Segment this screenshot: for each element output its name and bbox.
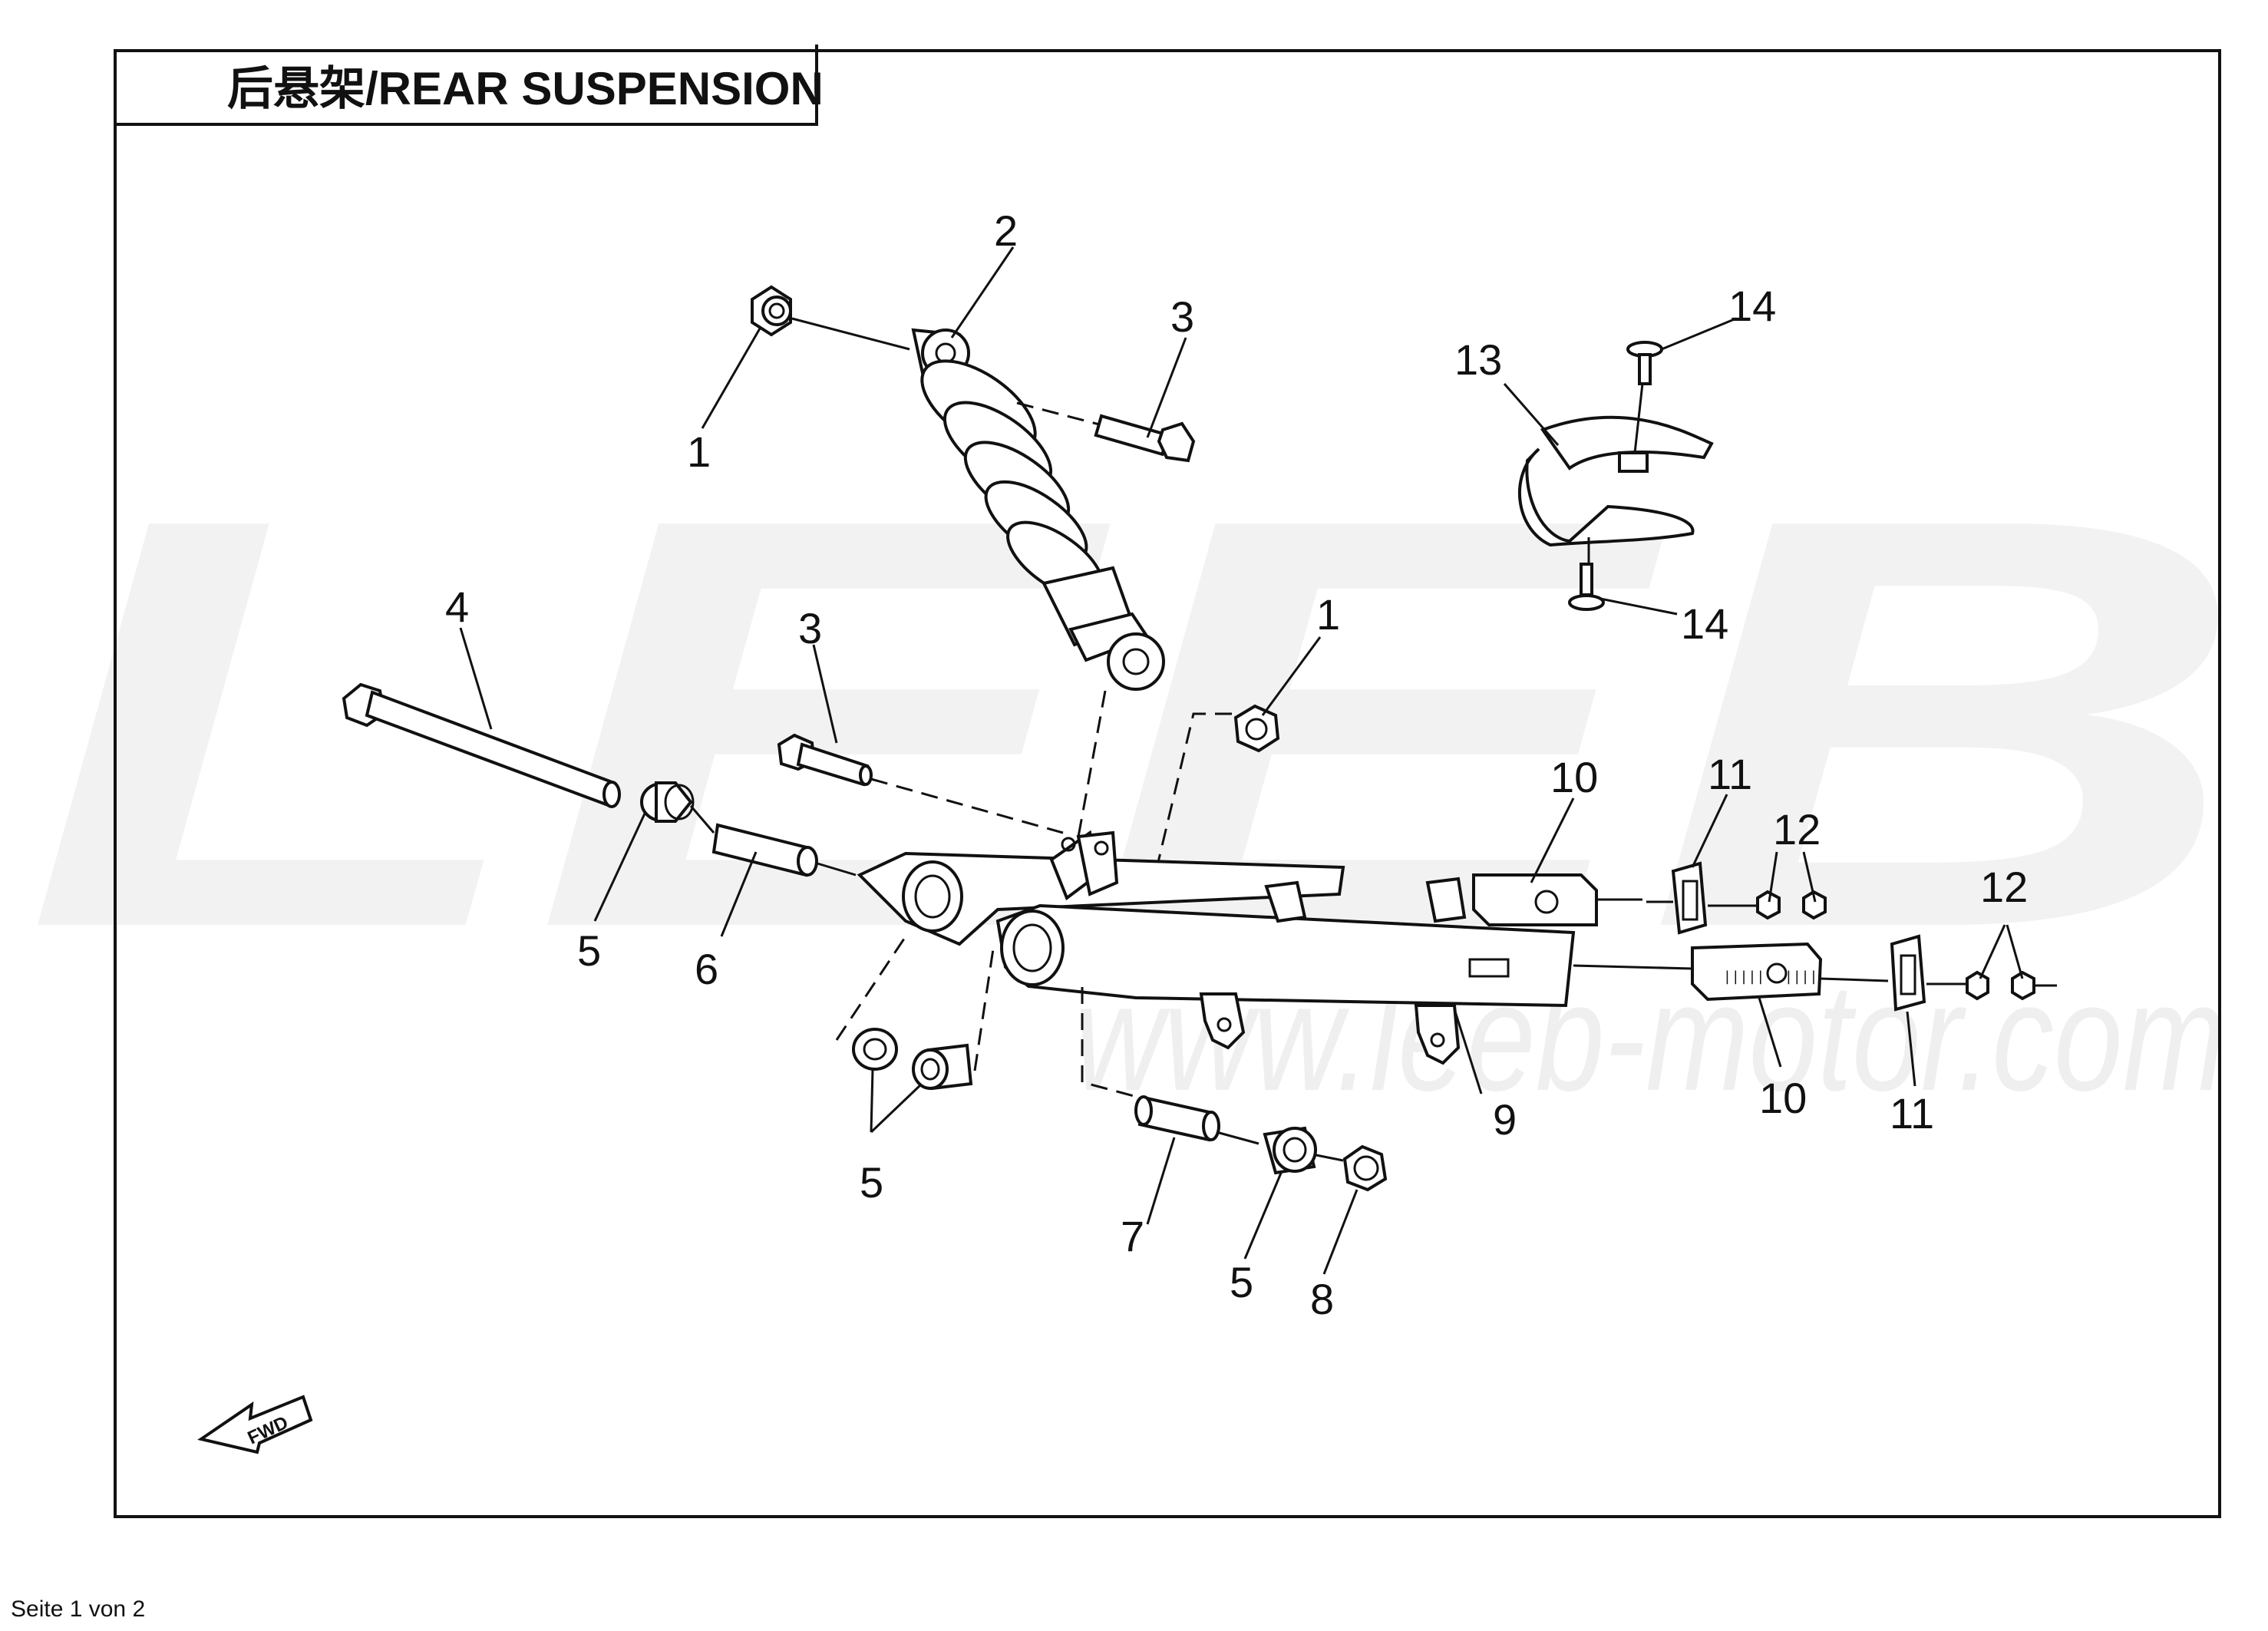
- watermark: LEEB www.leeb-motor.com: [23, 398, 2249, 1123]
- chain-adjuster-part-10-upper: [1472, 873, 1642, 926]
- callout-5-left: 5: [577, 926, 601, 975]
- callout-3-upper: 3: [1170, 292, 1194, 341]
- nuts-part-12-lower: [1966, 970, 2035, 1001]
- sleeve-part-7: [1134, 1095, 1220, 1142]
- callout-12-upper: 12: [1773, 805, 1821, 853]
- screw-part-14-bottom: [1568, 563, 1605, 611]
- leader-lines: [459, 246, 2024, 1275]
- callout-5-pair: 5: [860, 1158, 883, 1207]
- bolt-part-3-upper: [1016, 401, 1196, 463]
- callout-7: 7: [1121, 1212, 1144, 1260]
- bushings-part-5-lower-pair: [852, 1028, 973, 1091]
- nuts-part-12-upper: [1756, 890, 1827, 920]
- callout-3-lower: 3: [798, 604, 822, 652]
- title-block: [114, 49, 818, 126]
- chain-guard-part-13: [1517, 415, 1714, 547]
- callout-10-upper: 10: [1550, 753, 1598, 801]
- bushing-part-5-left: [640, 781, 695, 823]
- callout-9: 9: [1493, 1095, 1517, 1144]
- forward-direction-marker: FWD: [197, 1395, 313, 1454]
- drawing-frame: [114, 49, 2221, 1518]
- nut-part-1-middle: [1233, 704, 1280, 753]
- bolt-part-3-lower: [777, 733, 873, 787]
- callout-4: 4: [445, 583, 469, 631]
- svg-text:|||||: |||||: [1723, 969, 1765, 985]
- adjuster-plate-part-11-lower: [1890, 934, 1926, 1012]
- callout-6: 6: [695, 945, 718, 993]
- swingarm-part-9: [857, 830, 1576, 1065]
- callout-12-lower: 12: [1980, 863, 2028, 911]
- shock-absorber-part-2: [911, 328, 1165, 691]
- adjuster-plate-part-11-upper: [1671, 861, 1708, 935]
- callout-8: 8: [1310, 1275, 1334, 1323]
- callout-2: 2: [994, 206, 1018, 255]
- callout-11-lower: 11: [1890, 1089, 1934, 1137]
- callout-1-middle: 1: [1316, 590, 1340, 639]
- nut-part-8: [1342, 1144, 1388, 1192]
- callout-11-upper: 11: [1708, 750, 1752, 798]
- chain-adjuster-part-10-lower: ||||| ||||: [1691, 942, 1823, 1002]
- bushing-part-5-right: [1263, 1126, 1317, 1175]
- sleeve-part-6: [711, 823, 818, 877]
- callout-14-top: 14: [1728, 282, 1776, 330]
- svg-text:||||: ||||: [1784, 969, 1817, 985]
- callout-numbers: 2 1 3 4 3 1 14 13 14 10 11 12 12 5 6 5 9…: [445, 206, 2028, 1323]
- callout-5-right: 5: [1230, 1258, 1253, 1306]
- page-title: 后悬架/REAR SUSPENSION: [227, 63, 824, 114]
- callout-1-top: 1: [687, 428, 711, 476]
- screw-part-14-top: [1626, 341, 1663, 385]
- callout-14-bottom: 14: [1681, 599, 1728, 648]
- callout-10-lower: 10: [1759, 1074, 1807, 1122]
- page-footer: Seite 1 von 2: [11, 1596, 146, 1622]
- axle-part-4: [342, 682, 621, 808]
- callout-13: 13: [1454, 335, 1502, 384]
- nut-part-1-top: [751, 285, 792, 337]
